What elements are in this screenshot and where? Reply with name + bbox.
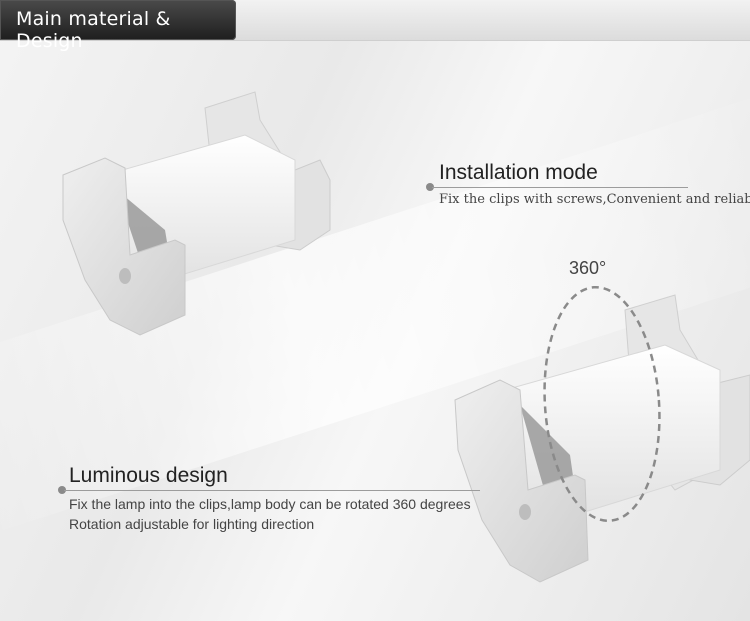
header-tab: Main material & Design — [0, 0, 236, 52]
section-title: Main material & Design — [16, 8, 171, 52]
installation-heading: Installation mode — [439, 161, 598, 184]
luminous-heading: Luminous design — [69, 464, 228, 487]
luminous-rule — [64, 490, 480, 491]
installation-rule — [432, 187, 688, 188]
luminous-marker-dot — [58, 486, 66, 494]
installation-description: Fix the clips with screws,Convenient and… — [439, 192, 750, 207]
luminous-description-1: Fix the lamp into the clips,lamp body ca… — [69, 496, 471, 512]
rotation-label: 360° — [569, 258, 607, 278]
clip-product-image-2 — [454, 294, 750, 583]
installation-marker-dot — [426, 183, 434, 191]
header-bar: Main material & Design — [0, 0, 750, 52]
clip-product-image-1 — [62, 91, 331, 336]
luminous-description-2: Rotation adjustable for lighting directi… — [69, 516, 315, 532]
rotation-arc-icon — [543, 285, 661, 523]
